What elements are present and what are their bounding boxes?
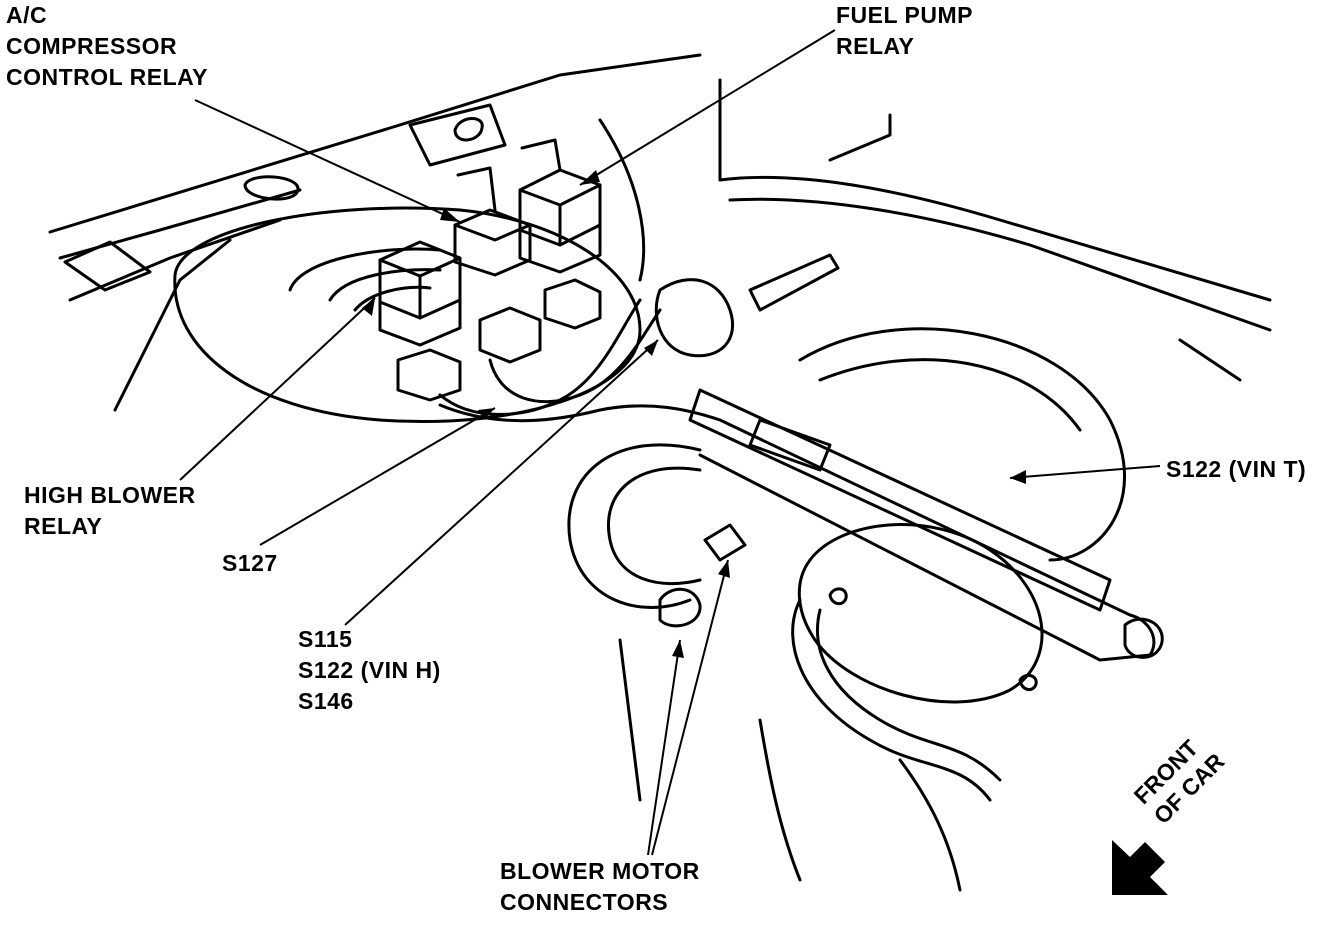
label-line: CONTROL RELAY <box>6 64 209 90</box>
wire-harness-2 <box>488 308 662 403</box>
leader-fuel-pump <box>579 29 836 186</box>
label-line: RELAY <box>836 33 915 59</box>
s127-label: S127 <box>222 548 278 579</box>
arrowhead-s122 <box>1010 470 1026 484</box>
fender-edge-2 <box>113 238 232 412</box>
leader-s115 <box>344 339 659 626</box>
lower-edge-mid <box>758 718 802 882</box>
lower-edge-right <box>898 758 962 892</box>
blower-motor-body <box>797 523 1044 704</box>
arrowhead-s127 <box>478 408 495 420</box>
arrowhead-bm-1 <box>672 640 684 658</box>
hose-loop-outer <box>567 443 702 609</box>
hose-lower-2 <box>816 608 1002 782</box>
leader-high-blower <box>179 297 376 481</box>
high-blower-relay-shape <box>378 240 462 347</box>
fender-line-2 <box>728 197 1272 332</box>
label-line: S127 <box>222 550 278 576</box>
label-line: S122 (VIN H) <box>298 657 441 683</box>
label-line: CONNECTORS <box>500 889 669 915</box>
arrowhead-ac <box>440 208 460 222</box>
strut-tower-ellipse <box>173 206 642 424</box>
small-tab <box>63 240 152 292</box>
leader-ac-relay <box>194 99 461 223</box>
ac-compressor-relay-shape <box>453 166 532 277</box>
upper-right-bracket <box>828 113 892 162</box>
slot-hole-left <box>243 175 300 201</box>
label-line: S146 <box>298 688 354 714</box>
blower-housing-inner <box>818 358 1082 432</box>
hose-loop-inner <box>607 466 702 586</box>
blower-motor-connectors-label: BLOWER MOTOR CONNECTORS <box>500 856 700 918</box>
lower-relay-shape <box>396 278 602 402</box>
ac-compressor-control-relay-label: A/C COMPRESSOR CONTROL RELAY <box>6 0 208 93</box>
arrowhead-fuel <box>580 170 600 185</box>
label-line: S122 (VIN T) <box>1166 456 1307 482</box>
harness-boot <box>748 253 840 312</box>
leader-blower-1 <box>647 639 681 856</box>
label-line: FUEL PUMP <box>836 2 973 28</box>
strut-inner-2 <box>328 268 442 302</box>
strut-inner-1 <box>288 247 442 292</box>
label-line: COMPRESSOR <box>6 33 178 59</box>
fender-line-1 <box>718 175 1272 302</box>
arrowhead-s115 <box>644 340 658 356</box>
wire-harness-1 <box>438 298 642 416</box>
fuel-pump-relay-label: FUEL PUMP RELAY <box>836 0 973 62</box>
strut-inner-3 <box>353 285 432 312</box>
tube-upper <box>688 388 1112 612</box>
arrowhead-blower-relay <box>362 298 375 316</box>
connector-1 <box>703 523 747 562</box>
fender-edge <box>68 218 282 302</box>
label-line: RELAY <box>24 513 103 539</box>
blower-bolt-2 <box>1018 673 1038 691</box>
leader-blower-2 <box>651 559 729 856</box>
bracket-plate <box>408 103 507 167</box>
label-line: A/C <box>6 2 48 28</box>
tube-bracket <box>748 418 832 472</box>
connector-2 <box>658 587 702 628</box>
lower-edge-left <box>618 638 642 802</box>
cowl-panel-outline <box>48 53 702 234</box>
harness-loom <box>654 278 735 358</box>
blower-housing <box>798 327 1127 562</box>
arrowhead-bm-2 <box>718 560 730 578</box>
label-line: S115 <box>298 626 353 652</box>
hose-lower <box>791 598 992 802</box>
s122-vin-t-label: S122 (VIN T) <box>1166 454 1306 485</box>
high-blower-relay-label: HIGH BLOWER RELAY <box>24 480 196 542</box>
wire-harness-3 <box>438 403 722 423</box>
leader-s122-vint <box>1009 465 1161 479</box>
s115-s122-s146-label: S115 S122 (VIN H) S146 <box>298 624 441 717</box>
label-line: BLOWER MOTOR <box>500 858 700 884</box>
tube-end <box>1123 617 1164 659</box>
fender-line-3 <box>1178 338 1242 382</box>
slot-hole-right <box>453 117 484 142</box>
label-line: HIGH BLOWER <box>24 482 196 508</box>
front-of-car-arrow <box>1112 840 1168 895</box>
mid-line <box>598 118 646 282</box>
blower-bolt-1 <box>828 587 848 606</box>
leader-s127 <box>259 407 496 546</box>
